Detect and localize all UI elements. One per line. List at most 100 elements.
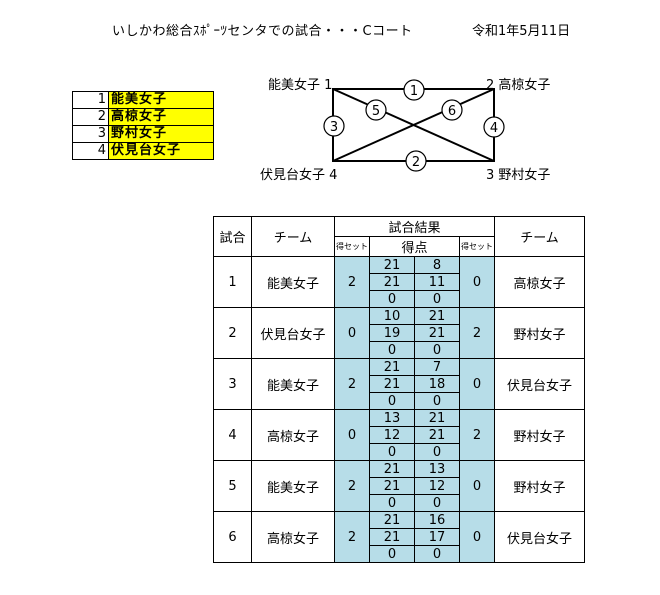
- score-b: 21: [414, 324, 460, 342]
- score-a: 21: [369, 460, 415, 478]
- sets-a: 2: [334, 256, 370, 308]
- sets-a: 0: [334, 409, 370, 461]
- score-b: 0: [414, 494, 460, 512]
- sets-b: 0: [459, 511, 495, 563]
- score-b: 0: [414, 545, 460, 563]
- team-name: 高椋女子: [108, 108, 214, 126]
- score-b: 11: [414, 273, 460, 291]
- page-date: 令和1年5月11日: [472, 24, 571, 39]
- score-a: 10: [369, 307, 415, 325]
- team-a: 高椋女子: [251, 511, 335, 563]
- match-number: 2: [412, 155, 420, 170]
- score-a: 21: [369, 375, 415, 393]
- score-b: 21: [414, 426, 460, 444]
- score-b: 7: [414, 358, 460, 376]
- score-a: 21: [369, 256, 415, 274]
- match-circle: 4: [483, 116, 505, 138]
- score-b: 8: [414, 256, 460, 274]
- team-list: 1 能美女子 2 高椋女子 3 野村女子 4 伏見台女子: [72, 91, 214, 160]
- sets-b: 2: [459, 307, 495, 359]
- team-a: 能美女子: [251, 358, 335, 410]
- score-b: 12: [414, 477, 460, 495]
- team-a: 能美女子: [251, 460, 335, 512]
- match-no: 6: [213, 511, 252, 563]
- match-diagram: 1 2 3 4 5 6: [323, 79, 505, 172]
- sets-b: 0: [459, 460, 495, 512]
- score-a: 0: [369, 494, 415, 512]
- match-number: 5: [372, 104, 380, 119]
- team-b: 野村女子: [494, 409, 585, 461]
- sets-b: 0: [459, 256, 495, 308]
- team-b: 野村女子: [494, 460, 585, 512]
- team-a: 能美女子: [251, 256, 335, 308]
- team-list-row: 3 野村女子: [72, 125, 214, 143]
- score-a: 13: [369, 409, 415, 427]
- header-match: 試合: [213, 216, 252, 257]
- team-number: 1: [72, 91, 109, 109]
- diagram-label-top-right: 2 高椋女子: [486, 78, 551, 93]
- team-list-row: 4 伏見台女子: [72, 142, 214, 160]
- team-number: 3: [72, 125, 109, 143]
- team-name: 能美女子: [108, 91, 214, 109]
- score-a: 21: [369, 358, 415, 376]
- score-b: 17: [414, 528, 460, 546]
- match-circle: 6: [441, 99, 463, 121]
- team-list-row: 2 高椋女子: [72, 108, 214, 126]
- score-b: 13: [414, 460, 460, 478]
- header-result: 試合結果: [334, 216, 495, 237]
- score-b: 0: [414, 392, 460, 410]
- page-title: いしかわ総合ｽﾎﾟｰﾂセンタでの試合・・・Cコート: [112, 24, 413, 39]
- sets-a: 0: [334, 307, 370, 359]
- score-b: 21: [414, 307, 460, 325]
- header-points: 得点: [369, 236, 460, 257]
- match-circle: 3: [323, 115, 345, 137]
- score-a: 21: [369, 477, 415, 495]
- match-no: 2: [213, 307, 252, 359]
- score-a: 0: [369, 443, 415, 461]
- score-b: 16: [414, 511, 460, 529]
- team-number: 2: [72, 108, 109, 126]
- score-a: 0: [369, 545, 415, 563]
- score-a: 0: [369, 341, 415, 359]
- sets-a: 2: [334, 511, 370, 563]
- diagram-label-top-left: 能美女子 1: [268, 78, 333, 93]
- header-sets-a: 得セット: [334, 236, 370, 257]
- match-number: 4: [490, 121, 498, 136]
- team-name: 野村女子: [108, 125, 214, 143]
- team-list-row: 1 能美女子: [72, 91, 214, 109]
- table-header-row: 試合 チーム 試合結果 チーム: [213, 216, 585, 257]
- header-team-b: チーム: [494, 216, 585, 257]
- match-no: 3: [213, 358, 252, 410]
- sets-a: 2: [334, 460, 370, 512]
- table-header-row: 得セット 得点 得セット: [214, 236, 585, 257]
- score-b: 18: [414, 375, 460, 393]
- match-no: 4: [213, 409, 252, 461]
- header-team-a: チーム: [251, 216, 335, 257]
- score-a: 0: [369, 290, 415, 308]
- score-b: 0: [414, 290, 460, 308]
- diagram-label-bottom-right: 3 野村女子: [486, 168, 551, 183]
- score-b: 0: [414, 341, 460, 359]
- score-a: 12: [369, 426, 415, 444]
- score-a: 19: [369, 324, 415, 342]
- team-b: 高椋女子: [494, 256, 585, 308]
- match-no: 1: [213, 256, 252, 308]
- score-a: 21: [369, 511, 415, 529]
- match-no: 5: [213, 460, 252, 512]
- sets-b: 0: [459, 358, 495, 410]
